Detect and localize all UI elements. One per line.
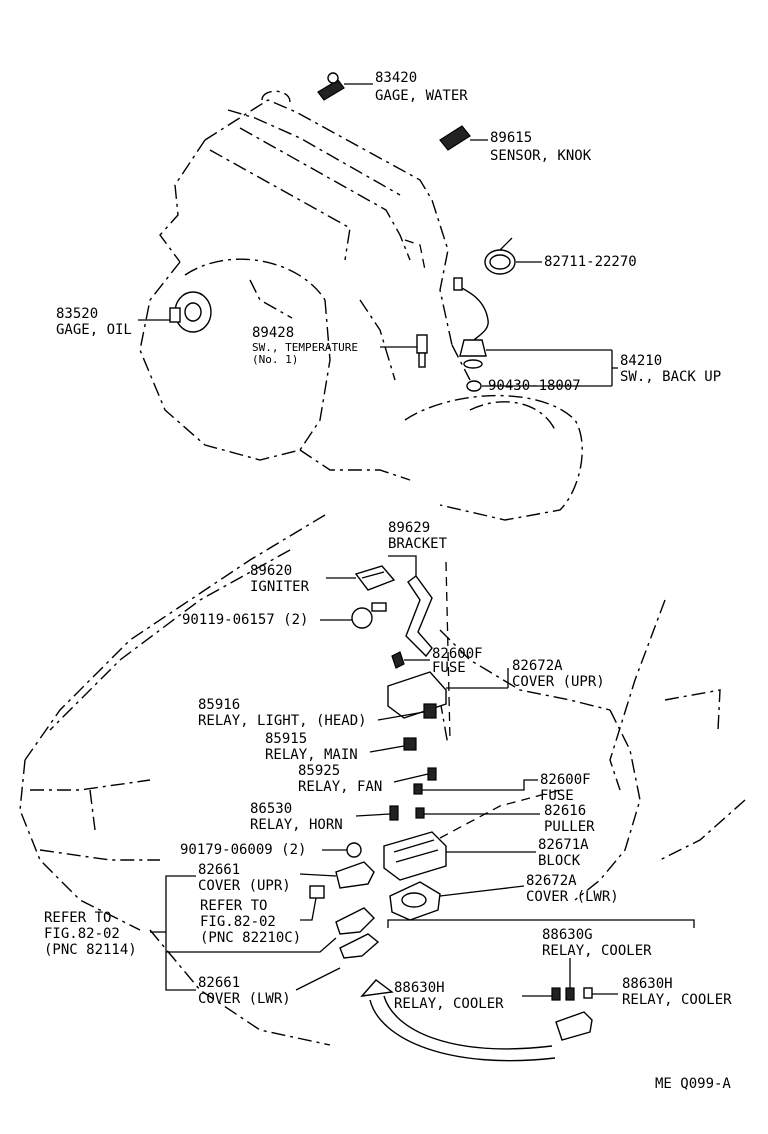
- fuse-upper-part: [391, 651, 430, 669]
- ref-82114-line3: (PNC 82114): [44, 942, 137, 958]
- temperature-switch-part: [380, 334, 428, 368]
- label-89428-number: 89428: [252, 325, 294, 341]
- label-82672A-upr-name: COVER (UPR): [512, 674, 605, 690]
- small-cover-lwr-part: [335, 907, 380, 959]
- diagram-code: ME Q099-A: [655, 1076, 731, 1092]
- relay-block-part: [383, 789, 561, 881]
- label-89428-note: (No. 1): [252, 353, 298, 366]
- reference-bracket: [150, 875, 341, 991]
- label-82661-upr-number: 82661: [198, 862, 240, 878]
- ref-82210C-line1: REFER TO: [200, 898, 267, 914]
- label-90119-number: 90119-06157 (2): [182, 612, 308, 628]
- label-82616-name: PULLER: [544, 819, 595, 835]
- relay-main-part: [369, 737, 417, 753]
- label-89629-name: BRACKET: [388, 536, 448, 552]
- label-89620-name: IGNITER: [250, 579, 310, 595]
- igniter-part: [326, 565, 396, 591]
- label-85925-number: 85925: [298, 763, 340, 779]
- cover-lwr-part: [389, 881, 525, 921]
- label-82672A-upr-number: 82672A: [512, 658, 563, 674]
- label-84210-name: SW., BACK UP: [620, 369, 721, 385]
- clamp-part: [484, 237, 542, 275]
- ref-82114-line2: FIG.82-02: [44, 926, 120, 942]
- label-84210-number: 84210: [620, 353, 662, 369]
- label-82600F-b-number: 82600F: [540, 772, 591, 788]
- ref-82114-line1: REFER TO: [44, 910, 111, 926]
- backup-switch-part: [453, 277, 618, 392]
- connector-part: [300, 885, 325, 921]
- label-88630H-right-number: 88630H: [622, 976, 673, 992]
- label-82616-number: 82616: [544, 803, 586, 819]
- label-83520-number: 83520: [56, 306, 98, 322]
- fuse-lower-part: [413, 779, 538, 795]
- label-83420-number: 83420: [375, 70, 417, 86]
- label-83420-name: GAGE, WATER: [375, 88, 468, 104]
- location-arrow: [360, 979, 556, 1062]
- relay-cooler-group: [387, 919, 695, 1041]
- label-82671A-name: BLOCK: [538, 853, 581, 869]
- label-82661-upr-name: COVER (UPR): [198, 878, 291, 894]
- label-85915-name: RELAY, MAIN: [265, 747, 358, 763]
- engine-illustration: [139, 90, 583, 521]
- label-85915-number: 85915: [265, 731, 307, 747]
- bolt-90179-part: [322, 842, 362, 858]
- label-82661-lwr-name: COVER (LWR): [198, 991, 291, 1007]
- label-83520-name: GAGE, OIL: [56, 322, 132, 338]
- label-89615-number: 89615: [490, 130, 532, 146]
- relay-horn-part: [355, 805, 399, 821]
- relay-fan-part: [393, 767, 437, 783]
- label-90179-number: 90179-06009 (2): [180, 842, 306, 858]
- oil-gage-part: [138, 291, 212, 333]
- label-89428-name: SW., TEMPERATURE: [252, 341, 358, 354]
- label-82600F-a-number: 82600F: [432, 646, 483, 662]
- label-82672A-lwr-number: 82672A: [526, 873, 577, 889]
- ref-82210C-line3: (PNC 82210C): [200, 930, 301, 946]
- label-82600F-b-name: FUSE: [540, 788, 574, 804]
- label-90430-number: 90430-18007: [488, 378, 581, 394]
- label-88630G-name: RELAY, COOLER: [542, 943, 652, 959]
- vehicle-body-illustration: [19, 514, 746, 1046]
- label-85916-name: RELAY, LIGHT, (HEAD): [198, 713, 367, 729]
- label-89620-number: 89620: [250, 563, 292, 579]
- label-88630H-left-name: RELAY, COOLER: [394, 996, 504, 1012]
- ref-82210C-line2: FIG.82-02: [200, 914, 276, 930]
- label-85916-number: 85916: [198, 697, 240, 713]
- puller-part: [415, 807, 540, 819]
- bracket-part: [388, 555, 433, 658]
- label-86530-number: 86530: [250, 801, 292, 817]
- small-cover-upr-part: [299, 861, 375, 889]
- label-86530-name: RELAY, HORN: [250, 817, 343, 833]
- label-88630H-right-name: RELAY, COOLER: [622, 992, 732, 1008]
- label-82671A-number: 82671A: [538, 837, 589, 853]
- label-88630G-number: 88630G: [542, 927, 593, 943]
- label-82600F-a-name: FUSE: [432, 660, 466, 676]
- label-85925-name: RELAY, FAN: [298, 779, 382, 795]
- relay-light-part: [377, 703, 437, 721]
- label-82672A-lwr-name: COVER (LWR): [526, 889, 619, 905]
- label-89629-number: 89629: [388, 520, 430, 536]
- bolt-90119-part: [320, 602, 387, 629]
- label-89615-name: SENSOR, KNOK: [490, 148, 592, 164]
- water-gage-part: [317, 72, 373, 101]
- label-82661-lwr-number: 82661: [198, 975, 240, 991]
- knock-sensor-part: [439, 125, 488, 151]
- label-82711-number: 82711-22270: [544, 254, 637, 270]
- label-88630H-left-number: 88630H: [394, 980, 445, 996]
